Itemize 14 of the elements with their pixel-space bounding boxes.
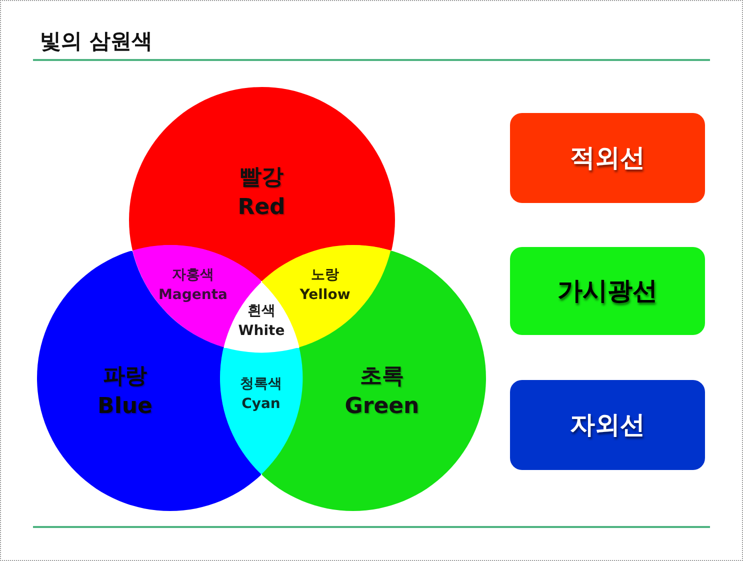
region-label: 청록색 Cyan: [240, 375, 282, 414]
band-card: [510, 247, 705, 335]
region-label: 흰색 White: [238, 302, 285, 341]
title-text: 빛의 삼원색: [40, 28, 152, 55]
circle-label: 파랑 Blue: [98, 363, 152, 421]
region-label: 자홍색 Magenta: [158, 266, 228, 305]
band-label: 적외선: [570, 142, 645, 174]
band-label: 가시광선: [558, 275, 658, 307]
band-card: [510, 380, 705, 470]
circle-label: 초록 Green: [344, 363, 420, 421]
band-label: 자외선: [570, 409, 645, 441]
circle-label: 빨강 Red: [238, 164, 286, 222]
band-card: [510, 113, 705, 203]
region-label: 노랑 Yellow: [300, 266, 350, 305]
